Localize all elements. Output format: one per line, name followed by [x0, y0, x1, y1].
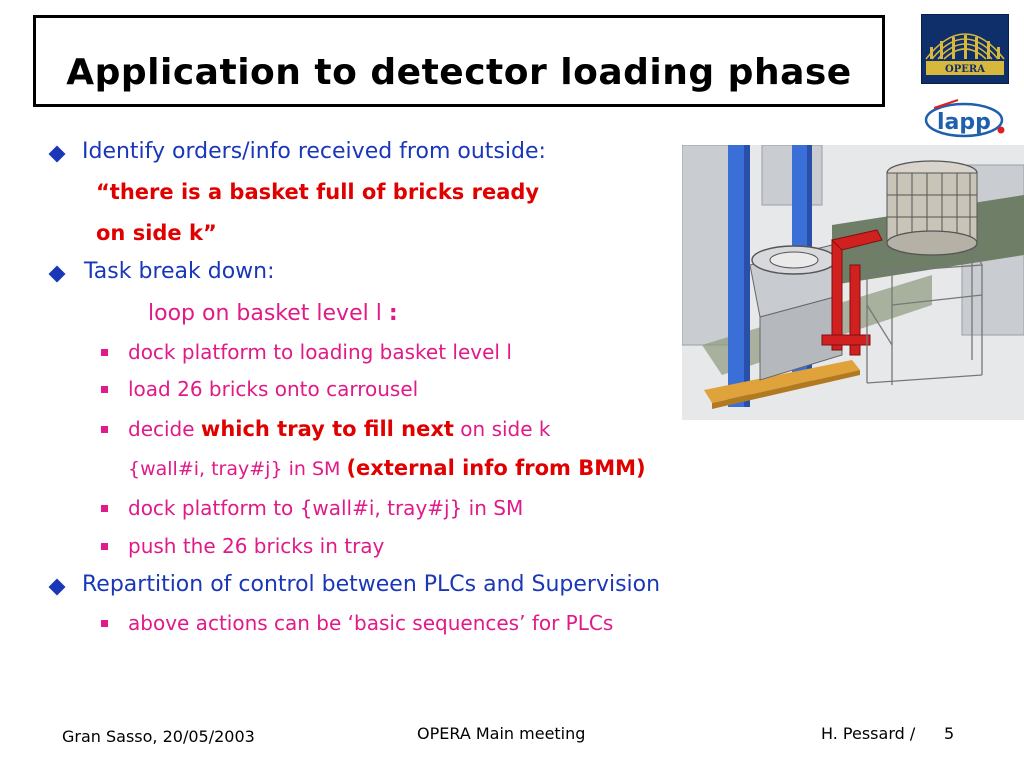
decide-post: on side k	[453, 417, 551, 441]
bullet-repartition: Repartition of control between PLCs and …	[82, 572, 661, 597]
opera-arches-icon	[925, 33, 1005, 60]
footer-left: Gran Sasso, 20/05/2003	[62, 727, 255, 746]
opera-logo-text: OPERA	[945, 64, 985, 75]
loop-colon: :	[388, 301, 398, 326]
detector-cad-drawing	[682, 145, 1024, 420]
bullet-identify: Identify orders/info received from outsi…	[82, 139, 546, 164]
title-box: Application to detector loading phase	[33, 15, 885, 107]
decide-l2-bold: (external info from BMM)	[346, 456, 646, 480]
lapp-logo: lapp	[924, 99, 1005, 138]
loop-line: loop on basket level l :	[148, 303, 398, 325]
sub-dock-platform: dock platform to loading basket level l	[128, 340, 512, 364]
sub-dock-wall: dock platform to {wall#i, tray#j} in SM	[128, 496, 524, 520]
sub-basic-sequences: above actions can be ‘basic sequences’ f…	[128, 611, 614, 635]
footer-center: OPERA Main meeting	[417, 724, 586, 743]
sub-decide-line-2: {wall#i, tray#j} in SM (external info fr…	[128, 458, 646, 479]
diamond-bullet-icon	[48, 578, 66, 596]
square-bullet-icon	[101, 386, 108, 393]
quote-line-1: “there is a basket full of bricks ready	[96, 180, 540, 204]
sub-decide: decide which tray to fill next on side k	[128, 419, 550, 440]
decide-l2-pre: {wall#i, tray#j} in SM	[128, 458, 347, 480]
decide-pre: decide	[128, 417, 201, 441]
detector-cad-image	[682, 145, 1024, 420]
quote-line-2: on side k”	[96, 221, 217, 245]
svg-text:lapp: lapp	[937, 110, 991, 135]
page-number: 5	[944, 724, 955, 743]
square-bullet-icon	[101, 543, 108, 550]
square-bullet-icon	[101, 505, 108, 512]
opera-logo-band	[926, 61, 1004, 75]
square-bullet-icon	[101, 349, 108, 356]
loop-text: loop on basket level l	[148, 301, 382, 326]
slide-title: Application to detector loading phase	[66, 52, 852, 93]
decide-bold: which tray to fill next	[200, 417, 454, 441]
bullet-task-breakdown: Task break down:	[84, 259, 275, 284]
sub-push-bricks: push the 26 bricks in tray	[128, 534, 385, 558]
square-bullet-icon	[101, 426, 108, 433]
square-bullet-icon	[101, 620, 108, 627]
footer-right: H. Pessard /	[821, 724, 916, 743]
diamond-bullet-icon	[48, 265, 66, 283]
diamond-bullet-icon	[48, 145, 66, 163]
sub-load-bricks: load 26 bricks onto carrousel	[128, 377, 419, 401]
opera-logo: OPERA	[921, 14, 1009, 84]
